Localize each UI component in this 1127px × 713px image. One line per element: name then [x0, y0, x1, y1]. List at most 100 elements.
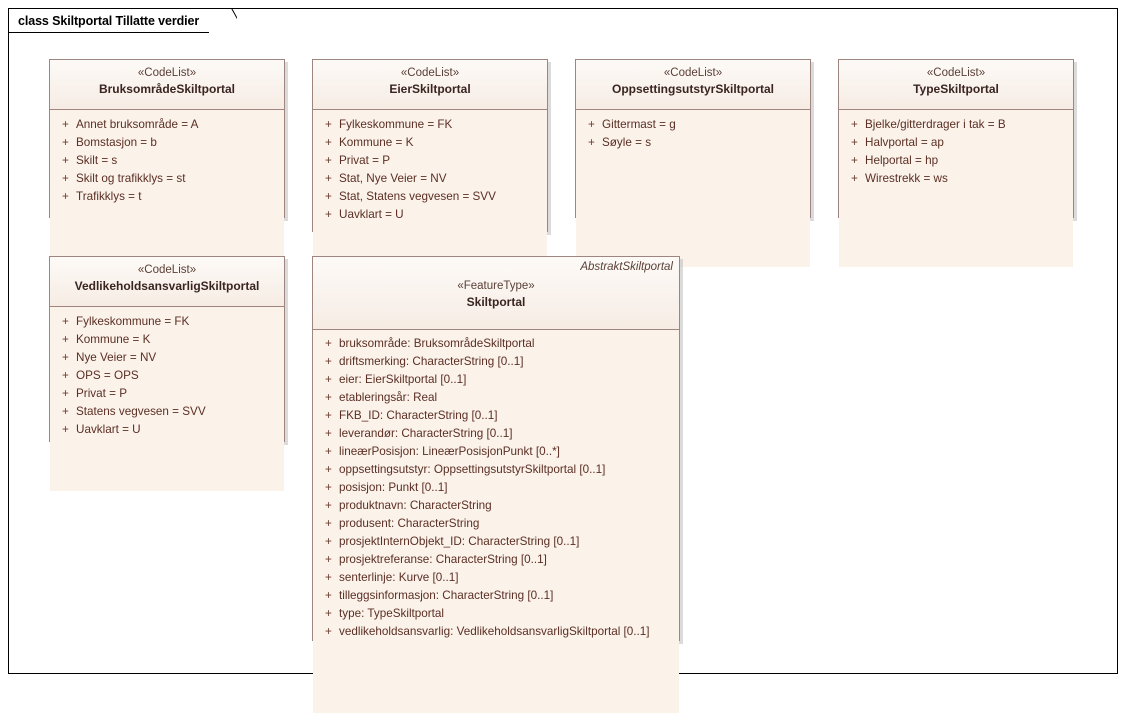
uml-attribute[interactable]: + Stat, Statens vegvesen = SVV: [317, 188, 543, 206]
uml-attribute[interactable]: + posisjon: Punkt [0..1]: [317, 479, 675, 497]
attribute-text: Halvportal = ap: [865, 136, 944, 149]
attribute-text: Wirestrekk = ws: [865, 172, 948, 185]
visibility-marker: +: [851, 172, 858, 185]
uml-class-typeskiltportal[interactable]: «CodeList» TypeSkiltportal + Bjelke/gitt…: [838, 59, 1074, 267]
attribute-text: Bjelke/gitterdrager i tak = B: [865, 118, 1006, 131]
uml-attribute[interactable]: + prosjektInternObjekt_ID: CharacterStri…: [317, 533, 675, 551]
visibility-marker: +: [851, 154, 858, 167]
attribute-text: Bomstasjon = b: [76, 136, 157, 149]
uml-attribute[interactable]: + oppsettingsutstyr: OppsettingsutstyrSk…: [317, 461, 675, 479]
visibility-marker: +: [325, 337, 332, 350]
uml-class-name: Skiltportal: [466, 295, 526, 309]
uml-class-header: «CodeList» OppsettingsutstyrSkiltportal: [576, 60, 810, 110]
uml-attribute[interactable]: + Kommune = K: [54, 331, 280, 349]
uml-stereotype: «FeatureType»: [457, 280, 535, 292]
uml-class-name: EierSkiltportal: [389, 82, 471, 96]
uml-class-name: VedlikeholdsansvarligSkiltportal: [74, 279, 260, 293]
uml-class-attributes: + Fylkeskommune = FK + Kommune = K + Nye…: [50, 307, 284, 491]
attribute-text: produktnavn: CharacterString: [339, 499, 492, 512]
attribute-text: Uavklart = U: [76, 423, 141, 436]
uml-attribute[interactable]: + Gittermast = g: [580, 116, 806, 134]
uml-attribute[interactable]: + Uavklart = U: [317, 206, 543, 224]
uml-attribute[interactable]: + Bjelke/gitterdrager i tak = B: [843, 116, 1069, 134]
uml-attribute[interactable]: + driftsmerking: CharacterString [0..1]: [317, 353, 675, 371]
uml-class-header: «CodeList» BruksområdeSkiltportal: [50, 60, 284, 110]
uml-attribute[interactable]: + Trafikklys = t: [54, 188, 280, 206]
visibility-marker: +: [325, 190, 332, 203]
attribute-text: Helportal = hp: [865, 154, 939, 167]
uml-class-header: «CodeList» EierSkiltportal: [313, 60, 547, 110]
uml-attribute[interactable]: + Skilt = s: [54, 152, 280, 170]
attribute-text: Gittermast = g: [602, 118, 676, 131]
uml-attribute[interactable]: + Helportal = hp: [843, 152, 1069, 170]
visibility-marker: +: [62, 118, 69, 131]
visibility-marker: +: [325, 517, 332, 530]
uml-attribute[interactable]: + etableringsår: Real: [317, 389, 675, 407]
uml-class-eierskiltportal[interactable]: «CodeList» EierSkiltportal + Fylkeskommu…: [312, 59, 548, 281]
uml-attribute[interactable]: + Uavklart = U: [54, 421, 280, 439]
diagram-title-tab[interactable]: class Skiltportal Tillatte verdier: [8, 8, 224, 33]
attribute-text: eier: EierSkiltportal [0..1]: [339, 373, 467, 386]
uml-attribute[interactable]: + FKB_ID: CharacterString [0..1]: [317, 407, 675, 425]
attribute-text: Privat = P: [339, 154, 390, 167]
uml-stereotype: «CodeList»: [137, 264, 197, 276]
uml-attribute[interactable]: + OPS = OPS: [54, 367, 280, 385]
visibility-marker: +: [325, 118, 332, 131]
attribute-text: Statens vegvesen = SVV: [76, 405, 206, 418]
uml-class-attributes: + Bjelke/gitterdrager i tak = B + Halvpo…: [839, 110, 1073, 267]
uml-attribute[interactable]: + Stat, Nye Veier = NV: [317, 170, 543, 188]
attribute-text: produsent: CharacterString: [339, 517, 480, 530]
uml-attribute[interactable]: + prosjektreferanse: CharacterString [0.…: [317, 551, 675, 569]
attribute-text: tilleggsinformasjon: CharacterString [0.…: [339, 589, 554, 602]
uml-attribute[interactable]: + Bomstasjon = b: [54, 134, 280, 152]
uml-class-oppsettingsutstyrskiltportal[interactable]: «CodeList» OppsettingsutstyrSkiltportal …: [575, 59, 811, 267]
uml-attribute[interactable]: + Fylkeskommune = FK: [54, 313, 280, 331]
uml-attribute[interactable]: + Statens vegvesen = SVV: [54, 403, 280, 421]
visibility-marker: +: [62, 172, 69, 185]
uml-attribute[interactable]: + produktnavn: CharacterString: [317, 497, 675, 515]
attribute-text: OPS = OPS: [76, 369, 139, 382]
attribute-text: lineærPosisjon: LineærPosisjonPunkt [0..…: [339, 445, 560, 458]
uml-attribute[interactable]: + Nye Veier = NV: [54, 349, 280, 367]
uml-attribute[interactable]: + eier: EierSkiltportal [0..1]: [317, 371, 675, 389]
attribute-text: FKB_ID: CharacterString [0..1]: [339, 409, 498, 422]
visibility-marker: +: [325, 625, 332, 638]
attribute-text: senterlinje: Kurve [0..1]: [339, 571, 459, 584]
uml-class-attributes: + Gittermast = g + Søyle = s: [576, 110, 810, 267]
uml-attribute[interactable]: + lineærPosisjon: LineærPosisjonPunkt [0…: [317, 443, 675, 461]
uml-attribute[interactable]: + senterlinje: Kurve [0..1]: [317, 569, 675, 587]
attribute-text: oppsettingsutstyr: OppsettingsutstyrSkil…: [339, 463, 606, 476]
visibility-marker: +: [851, 118, 858, 131]
uml-class-skiltportal[interactable]: AbstraktSkiltportal «FeatureType» Skiltp…: [312, 256, 680, 713]
uml-attribute[interactable]: + Wirestrekk = ws: [843, 170, 1069, 188]
uml-attribute[interactable]: + type: TypeSkiltportal: [317, 605, 675, 623]
uml-attribute[interactable]: + bruksområde: BruksområdeSkiltportal: [317, 335, 675, 353]
visibility-marker: +: [325, 355, 332, 368]
attribute-text: Skilt og trafikklys = st: [76, 172, 186, 185]
uml-attribute[interactable]: + Søyle = s: [580, 134, 806, 152]
uml-attribute[interactable]: + tilleggsinformasjon: CharacterString […: [317, 587, 675, 605]
frame-top-rule: [223, 8, 1118, 9]
visibility-marker: +: [62, 190, 69, 203]
uml-attribute[interactable]: + Privat = P: [317, 152, 543, 170]
uml-stereotype: «CodeList»: [400, 67, 460, 79]
visibility-marker: +: [325, 571, 332, 584]
uml-attribute[interactable]: + leverandør: CharacterString [0..1]: [317, 425, 675, 443]
uml-class-header: «CodeList» TypeSkiltportal: [839, 60, 1073, 110]
attribute-text: Annet bruksområde = A: [76, 118, 199, 131]
uml-attribute[interactable]: + Halvportal = ap: [843, 134, 1069, 152]
uml-attribute[interactable]: + produsent: CharacterString: [317, 515, 675, 533]
tab-underline: [8, 32, 210, 33]
attribute-text: Trafikklys = t: [76, 190, 142, 203]
uml-attribute[interactable]: + Annet bruksområde = A: [54, 116, 280, 134]
uml-class-bruksomradeskiltportal[interactable]: «CodeList» BruksområdeSkiltportal + Anne…: [49, 59, 285, 267]
uml-class-attributes: + Annet bruksområde = A + Bomstasjon = b…: [50, 110, 284, 267]
uml-attribute[interactable]: + Fylkeskommune = FK: [317, 116, 543, 134]
attribute-text: Skilt = s: [76, 154, 118, 167]
uml-class-vedlikeholdsansvarligskiltportal[interactable]: «CodeList» VedlikeholdsansvarligSkiltpor…: [49, 256, 285, 491]
uml-attribute[interactable]: + Skilt og trafikklys = st: [54, 170, 280, 188]
uml-attribute[interactable]: + vedlikeholdsansvarlig: Vedlikeholdsans…: [317, 623, 675, 641]
uml-attribute[interactable]: + Kommune = K: [317, 134, 543, 152]
uml-attribute[interactable]: + Privat = P: [54, 385, 280, 403]
attribute-text: Privat = P: [76, 387, 127, 400]
